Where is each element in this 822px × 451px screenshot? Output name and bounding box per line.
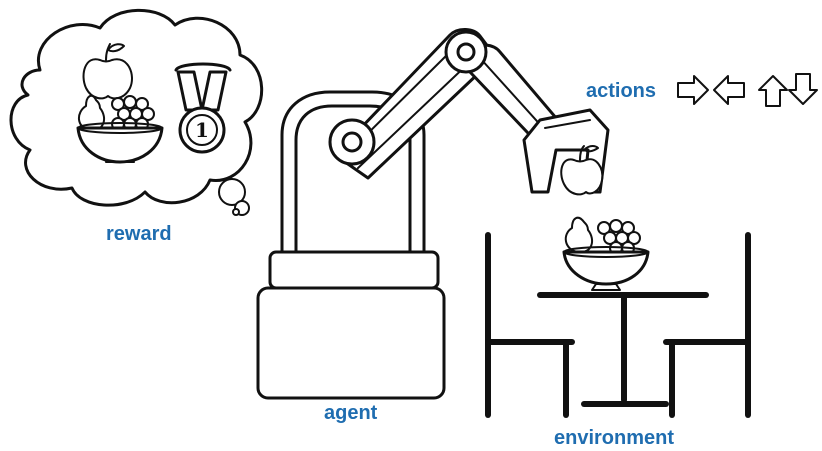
medal-number: 1 xyxy=(195,118,209,142)
arrow-down-icon xyxy=(788,73,818,105)
actions-label: actions xyxy=(586,80,656,102)
arrow-up-icon xyxy=(758,75,788,107)
arrow-left-icon xyxy=(713,75,745,105)
robot-arm xyxy=(256,28,610,400)
agent-label: agent xyxy=(324,402,378,424)
environment-label: environment xyxy=(554,427,674,449)
reward-label: reward xyxy=(106,223,172,245)
arrow-right-icon xyxy=(677,75,709,105)
environment-scene xyxy=(485,216,751,418)
medal-icon: 1 xyxy=(174,62,232,154)
fruit-bowl-icon xyxy=(76,43,164,164)
